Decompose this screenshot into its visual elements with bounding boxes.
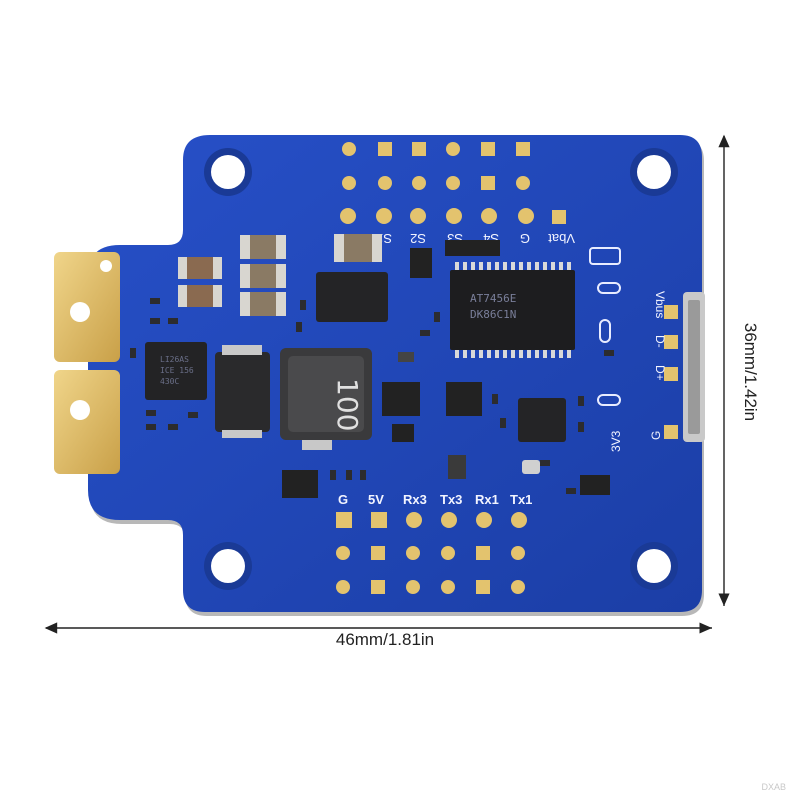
label-d-minus: D-	[653, 335, 667, 348]
label-s2: S2	[410, 231, 426, 246]
regulator-chip: LI26AS ICE 156 430C	[145, 342, 207, 400]
small-chip-text-2: ICE 156	[160, 366, 194, 375]
label-rx1: Rx1	[475, 492, 499, 507]
osd-chip: AT7456E DK86C1N	[450, 262, 575, 358]
passives	[130, 298, 614, 494]
dimension-lines	[44, 134, 730, 634]
label-tx3: Tx3	[440, 492, 462, 507]
mounting-holes	[204, 148, 678, 590]
top-pad-grid	[340, 142, 566, 224]
small-chip-text-1: LI26AS	[160, 355, 189, 364]
label-tx1: Tx1	[510, 492, 532, 507]
label-vbus: Vbus	[653, 291, 667, 318]
bottom-pad-labels: G 5V Rx3 Tx3 Rx1 Tx1	[338, 492, 532, 507]
bottom-pad-grid	[336, 512, 527, 594]
capacitors	[178, 234, 382, 316]
label-g-bottom: G	[338, 492, 348, 507]
inductor: 100	[280, 348, 372, 450]
misc-ics	[282, 240, 610, 498]
width-dimension-label: 46mm/1.81in	[335, 630, 435, 649]
label-d-plus: D+	[653, 365, 667, 381]
label-vbat: Vbat	[548, 231, 575, 246]
height-dimension-label: 36mm/1.42in	[741, 322, 760, 422]
label-g-side: G	[649, 431, 663, 440]
label-5v: 5V	[368, 492, 384, 507]
usb-pad-labels: Vbus D- D+	[653, 291, 667, 381]
label-rx3: Rx3	[403, 492, 427, 507]
battery-pads	[54, 252, 120, 474]
side-labels: 3V3 G	[609, 430, 663, 452]
osd-chip-text-1: AT7456E	[470, 292, 516, 305]
label-g-top: G	[520, 231, 530, 246]
watermark: DXAB	[761, 782, 786, 792]
usb-pads	[664, 292, 705, 442]
osd-chip-text-2: DK86C1N	[470, 308, 516, 321]
label-3v3: 3V3	[609, 430, 623, 452]
silkscreen-marks	[589, 247, 621, 406]
diode	[215, 345, 270, 438]
small-chip-text-3: 430C	[160, 377, 179, 386]
inductor-marking: 100	[331, 378, 364, 431]
